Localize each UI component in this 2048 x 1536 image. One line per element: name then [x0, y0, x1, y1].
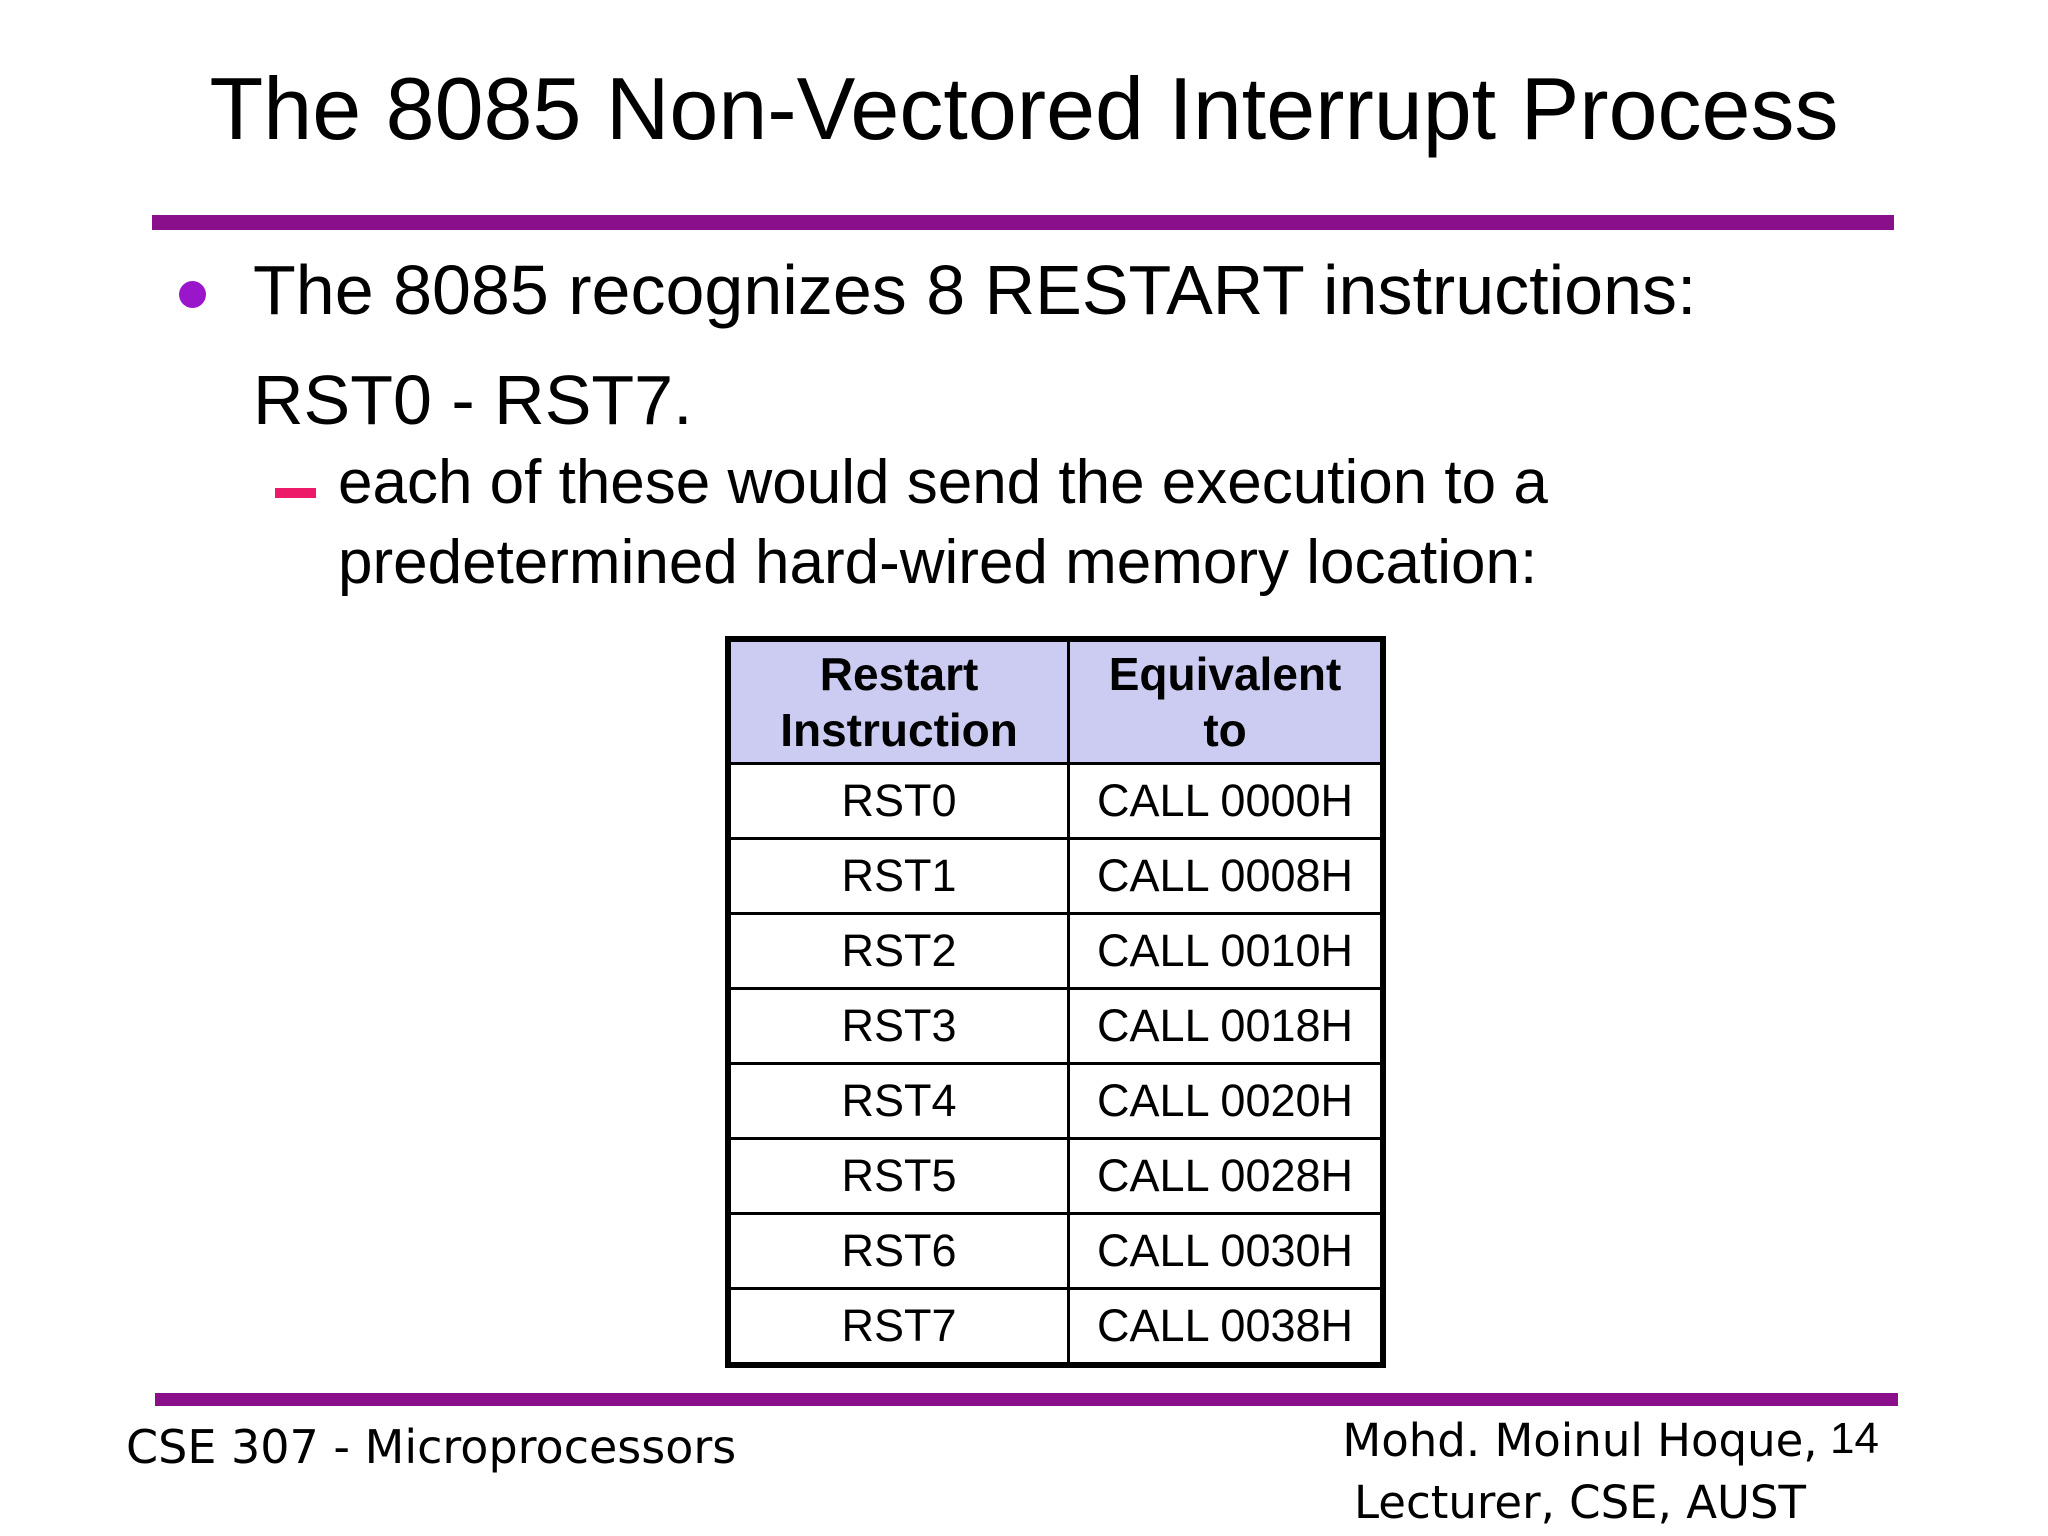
cell-equivalent: CALL 0008H [1067, 837, 1385, 915]
table-row: RST4 CALL 0020H [726, 1062, 1385, 1140]
dash-bullet-icon [275, 488, 316, 498]
title-divider [152, 215, 1894, 230]
cell-equivalent: CALL 0028H [1067, 1137, 1385, 1215]
table-row: RST1 CALL 0008H [726, 837, 1385, 915]
page-number: 14 [1830, 1414, 1879, 1463]
table-header-row: Restart Instruction Equivalent to [726, 637, 1385, 765]
table-row: RST5 CALL 0028H [726, 1137, 1385, 1215]
bullet-dot-icon [179, 281, 206, 308]
footer-author: Mohd. Moinul Hoque, Lecturer, CSE, AUST [1240, 1410, 1920, 1534]
page-title: The 8085 Non-Vectored Interrupt Process [209, 59, 1839, 158]
cell-equivalent: CALL 0010H [1067, 912, 1385, 990]
cell-equivalent: CALL 0000H [1067, 762, 1385, 840]
footer-course: CSE 307 - Microprocessors [126, 1420, 737, 1474]
footer-author-name: Mohd. Moinul Hoque, [1342, 1414, 1818, 1467]
header-restart-instruction: Restart Instruction [726, 637, 1071, 765]
bullet-line: RST0 - RST7. [253, 361, 693, 439]
cell-instruction: RST1 [726, 837, 1071, 915]
sub-bullet-text: each of these would send the execution t… [338, 443, 1798, 603]
footer-author-title: Lecturer, CSE, AUST [1354, 1476, 1806, 1529]
cell-instruction: RST3 [726, 987, 1071, 1065]
cell-instruction: RST6 [726, 1212, 1071, 1290]
header-equivalent-to: Equivalent to [1067, 637, 1385, 765]
cell-instruction: RST0 [726, 762, 1071, 840]
table-row: RST0 CALL 0000H [726, 762, 1385, 840]
cell-instruction: RST5 [726, 1137, 1071, 1215]
bullet-line: The 8085 recognizes 8 RESTART instructio… [253, 251, 1697, 329]
cell-instruction: RST2 [726, 912, 1071, 990]
footer-divider [155, 1393, 1898, 1406]
cell-instruction: RST7 [726, 1287, 1071, 1367]
sub-bullet-line: predetermined hard-wired memory location… [338, 528, 1538, 597]
sub-bullet-line: each of these would send the execution t… [338, 448, 1548, 517]
cell-equivalent: CALL 0018H [1067, 987, 1385, 1065]
table-row: RST6 CALL 0030H [726, 1212, 1385, 1290]
cell-instruction: RST4 [726, 1062, 1071, 1140]
table-row: RST2 CALL 0010H [726, 912, 1385, 990]
cell-equivalent: CALL 0020H [1067, 1062, 1385, 1140]
restart-table: Restart Instruction Equivalent to RST0 C… [725, 636, 1386, 1368]
cell-equivalent: CALL 0038H [1067, 1287, 1385, 1367]
cell-equivalent: CALL 0030H [1067, 1212, 1385, 1290]
table-row: RST7 CALL 0038H [726, 1287, 1385, 1367]
table-row: RST3 CALL 0018H [726, 987, 1385, 1065]
bullet-text: The 8085 recognizes 8 RESTART instructio… [253, 235, 1873, 455]
